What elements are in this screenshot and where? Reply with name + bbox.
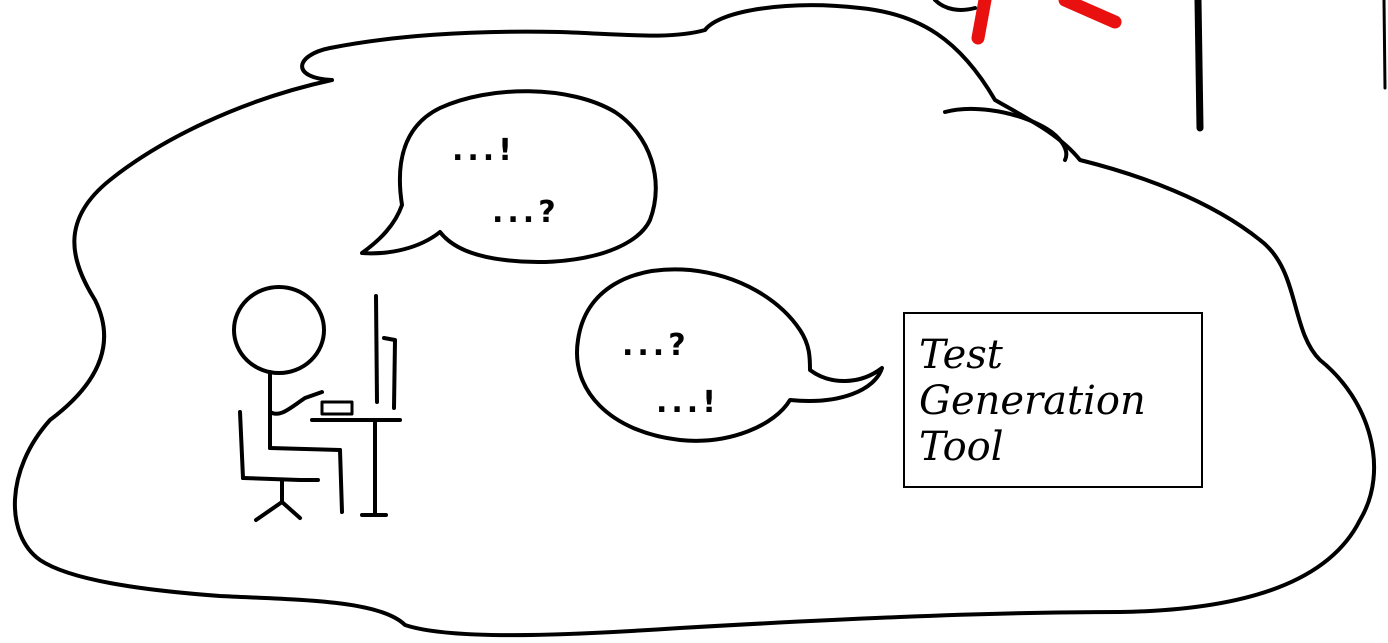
monitor-stand (382, 336, 397, 410)
person-leg (338, 448, 344, 514)
desk-with-computer (310, 294, 402, 517)
chair-back (238, 410, 245, 480)
vertical-pole (1194, 0, 1204, 132)
monitor (374, 294, 379, 404)
keyboard (320, 400, 354, 416)
edge-line (1382, 0, 1387, 90)
red-mark (971, 0, 992, 45)
bubble-middle-line2: ...! (656, 385, 720, 420)
office-chair (238, 410, 320, 522)
top-arc-mark (933, 0, 977, 12)
person-thigh (268, 446, 342, 452)
bubble-middle-line1: ...? (622, 328, 690, 363)
person-head (232, 285, 326, 375)
person-arm (268, 390, 324, 416)
chair-base (254, 500, 302, 522)
red-mark-diagonal (1058, 0, 1122, 29)
bubble-top-line1: ...! (452, 133, 516, 168)
test-generation-tool-box: Test Generation Tool (903, 312, 1203, 488)
speech-bubble-middle (575, 267, 884, 443)
chair-seat (241, 476, 320, 482)
tool-label-line3: Tool (919, 424, 1004, 470)
stick-figure-person (232, 285, 344, 514)
bubble-top-line2: ...? (492, 195, 560, 230)
cloud-inner-fold (943, 106, 1069, 162)
tool-label-line1: Test (919, 332, 1003, 378)
speech-bubble-top (360, 89, 658, 265)
tool-label-line2: Generation (919, 378, 1146, 424)
cloud-outline (13, 3, 1376, 638)
